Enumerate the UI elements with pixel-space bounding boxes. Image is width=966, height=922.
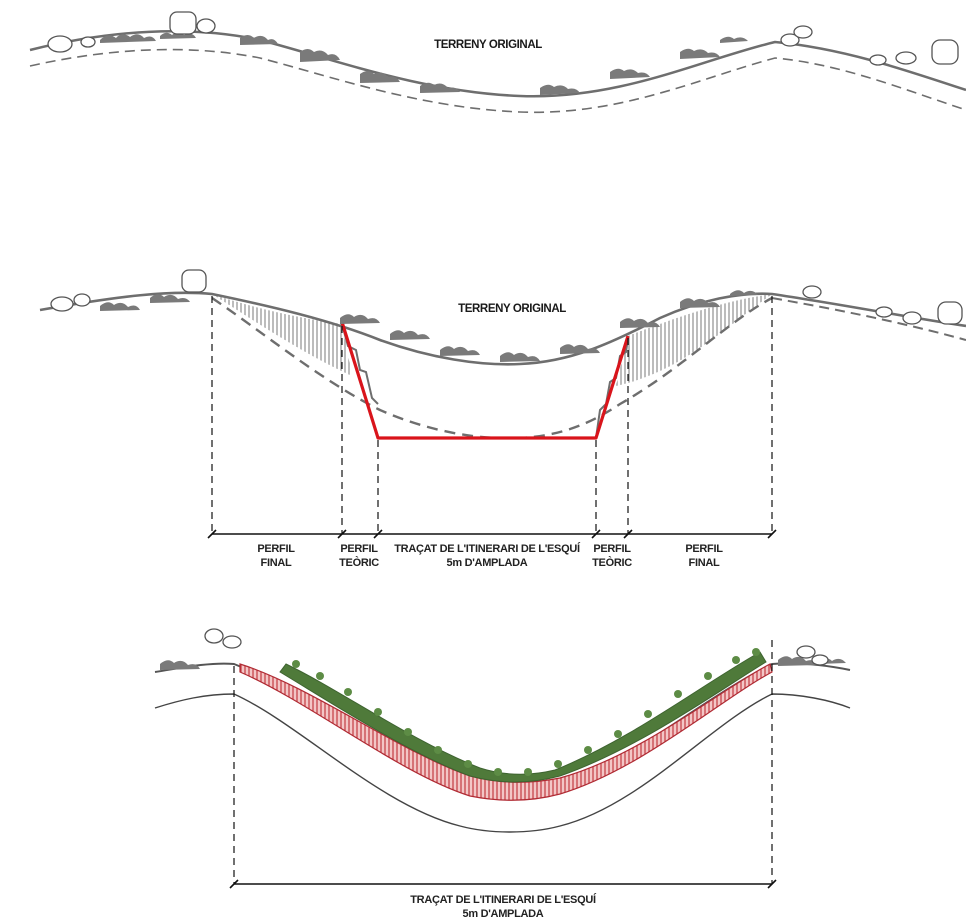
substrate-dashed-line (29, 48, 966, 114)
theoretical-profile-red (340, 321, 630, 440)
label-perfil-teoric-left-1: PERFIL (340, 543, 378, 555)
label-perfil-final-right-2: FINAL (689, 557, 720, 569)
label-perfil-final-left-1: PERFIL (257, 543, 295, 555)
dimension-line-3 (229, 879, 777, 889)
diagram2-title: TERRENY ORIGINAL (458, 303, 566, 315)
rocks (47, 11, 959, 66)
rocks-3 (204, 628, 829, 666)
label-perfil-final-right-1: PERFIL (685, 543, 723, 555)
excavation-hatch-right (616, 294, 772, 386)
vegetation-band-green (279, 651, 767, 783)
label-tracat-3-1: TRAÇAT DE L'ITINERARI DE L'ESQUÍ (410, 893, 597, 906)
dimension-line-2 (207, 529, 777, 539)
label-perfil-teoric-right-1: PERFIL (593, 543, 631, 555)
right-dashed-tail (771, 297, 966, 341)
final-profile-dashed (211, 296, 773, 440)
vegetation-scrub-2 (100, 290, 758, 362)
diagram-excavation-profile: TERRENY ORIGINAL PERFIL FINAL PERFIL TEÒ… (39, 269, 966, 569)
label-perfil-final-left-2: FINAL (261, 557, 292, 569)
diagram-restored-profile: TRAÇAT DE L'ITINERARI DE L'ESQUÍ 5m D'AM… (154, 628, 851, 920)
excavation-hatch-left (212, 294, 352, 376)
label-tracat-2: 5m D'AMPLADA (447, 557, 528, 569)
vertical-reference-lines (211, 296, 773, 534)
label-perfil-teoric-right-2: TEÒRIC (592, 556, 632, 569)
diagram-original-terrain: TERRENY ORIGINAL (29, 11, 966, 114)
label-tracat-3-2: 5m D'AMPLADA (463, 908, 544, 920)
label-tracat-1: TRAÇAT DE L'ITINERARI DE L'ESQUÍ (394, 542, 581, 555)
bedrock-line (154, 693, 851, 833)
original-terrain-line (39, 291, 966, 366)
vegetation-tufts (292, 648, 760, 776)
vegetation-scrub (100, 32, 748, 95)
vertical-reference-lines-3 (233, 640, 773, 884)
rocks-2 (50, 269, 963, 325)
label-perfil-teoric-left-2: TEÒRIC (339, 556, 379, 569)
diagram1-title: TERRENY ORIGINAL (434, 39, 542, 51)
